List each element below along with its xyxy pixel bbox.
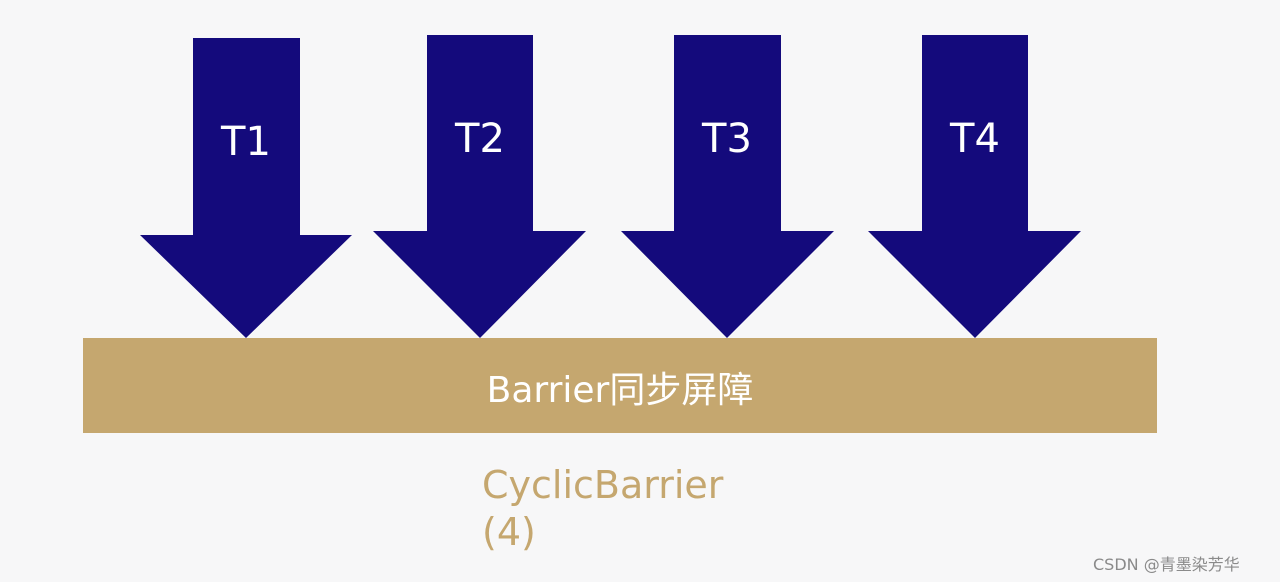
thread-label-t3: T3 (702, 116, 752, 162)
watermark: CSDN @青墨染芳华 (1093, 555, 1240, 574)
thread-label-t4: T4 (950, 116, 1000, 162)
thread-label-t2: T2 (455, 116, 505, 162)
barrier-bar: Barrier同步屏障 (83, 338, 1157, 433)
arrow-down-icon-t2 (373, 35, 586, 338)
caption-parties-count: (4) (482, 510, 536, 554)
caption: CyclicBarrier (4) (482, 462, 723, 556)
arrow-down-icon-t4 (868, 35, 1081, 338)
thread-label-t1: T1 (221, 119, 271, 165)
barrier-label: Barrier同步屏障 (486, 369, 754, 411)
caption-class-name: CyclicBarrier (482, 463, 724, 507)
arrow-down-icon-t1 (140, 38, 352, 338)
arrow-down-icon-t3 (621, 35, 834, 338)
